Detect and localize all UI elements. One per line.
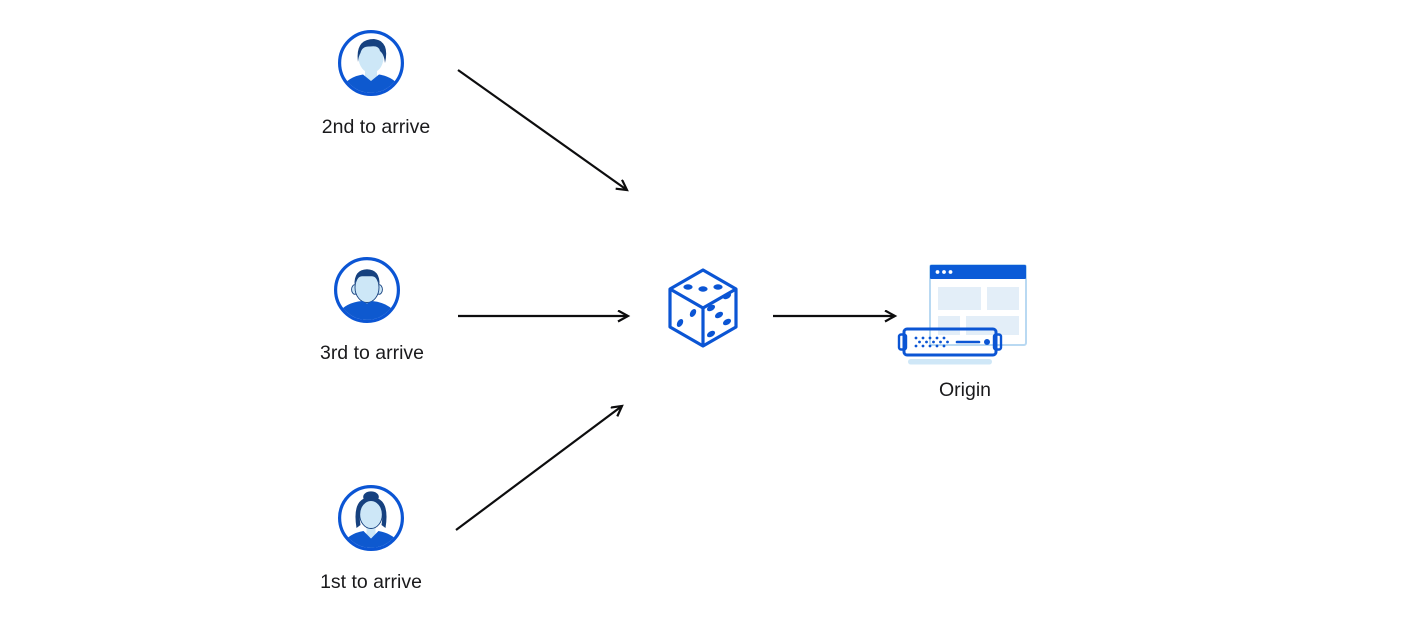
client-label-3rd: 3rd to arrive — [319, 342, 425, 364]
woman-bun-avatar — [338, 485, 404, 551]
origin-label: Origin — [938, 379, 992, 401]
arrow-client-1st-to-dice — [455, 406, 622, 531]
arrow-client-2nd-to-dice — [457, 69, 627, 190]
client-label-2nd: 2nd to arrive — [321, 116, 431, 138]
browser-titlebar — [930, 265, 1026, 279]
man-swept-hair-avatar — [338, 30, 404, 96]
man-short-hair-avatar — [334, 257, 400, 323]
dice-icon — [668, 268, 738, 348]
client-label-1st: 1st to arrive — [320, 571, 422, 593]
origin-server-icon — [897, 264, 1027, 365]
